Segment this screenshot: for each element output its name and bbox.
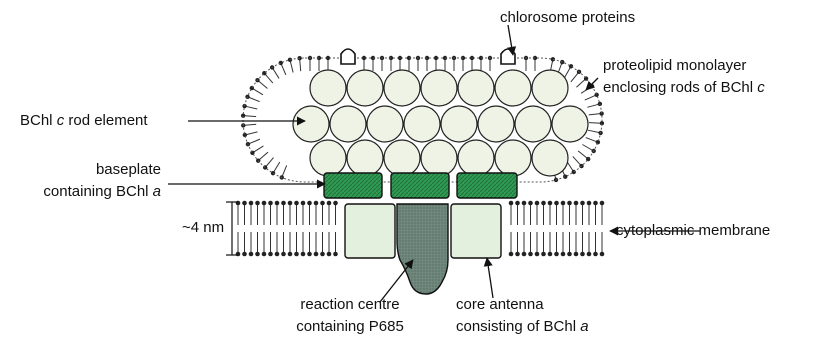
- rod-element: [552, 106, 588, 142]
- rod-element: [404, 106, 440, 142]
- proteolipid-monolayer-label-line2: enclosing rods of BChl c: [603, 79, 765, 97]
- chlorosome-proteins-label: chlorosome proteins: [500, 9, 635, 27]
- core-antenna-label-line1: core antenna: [456, 296, 544, 314]
- reaction-centre: [397, 204, 448, 294]
- rod-element: [478, 106, 514, 142]
- rod-element: [310, 140, 346, 176]
- rod-element: [515, 106, 551, 142]
- bchl-c-rods: [293, 70, 588, 176]
- reaction-centre-label-line1: reaction centre: [280, 296, 420, 314]
- proteolipid-monolayer-label-line1: proteolipid monolayer: [603, 57, 746, 75]
- baseplate-label-line1: baseplate: [0, 161, 161, 179]
- core-antenna-label-line2: consisting of BChl a: [456, 318, 589, 336]
- baseplate-label-line2: containing BChl a: [0, 183, 161, 201]
- rod-element: [347, 140, 383, 176]
- thickness-bracket: [226, 202, 238, 255]
- rod-element: [421, 70, 457, 106]
- rod-element: [367, 106, 403, 142]
- baseplate: [324, 173, 517, 198]
- rod-element: [330, 106, 366, 142]
- rod-element: [441, 106, 477, 142]
- reaction-centre-label-line2: containing P685: [280, 318, 420, 336]
- rod-element-label: BChl c rod element: [20, 112, 148, 130]
- rod-element: [384, 70, 420, 106]
- rod-element: [532, 70, 568, 106]
- rod-element: [310, 70, 346, 106]
- rod-element: [458, 140, 494, 176]
- rod-element: [293, 106, 329, 142]
- thickness-label: ~4 nm: [182, 219, 224, 237]
- rod-element: [458, 70, 494, 106]
- rod-element: [495, 70, 531, 106]
- rod-element: [384, 140, 420, 176]
- rod-element: [347, 70, 383, 106]
- rod-element: [495, 140, 531, 176]
- rod-element: [532, 140, 568, 176]
- rod-element: [421, 140, 457, 176]
- cytoplasmic-membrane-label: cytoplasmic membrane: [616, 222, 770, 240]
